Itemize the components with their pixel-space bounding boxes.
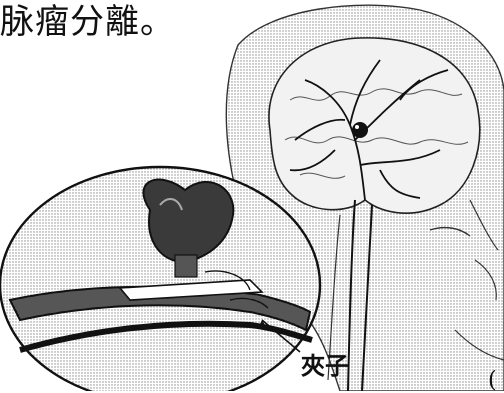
magnified-inset <box>0 167 320 391</box>
clip-label: 夾子 <box>301 346 349 381</box>
corner-mark: ( <box>488 368 497 393</box>
aneurysm-marker <box>352 122 368 138</box>
